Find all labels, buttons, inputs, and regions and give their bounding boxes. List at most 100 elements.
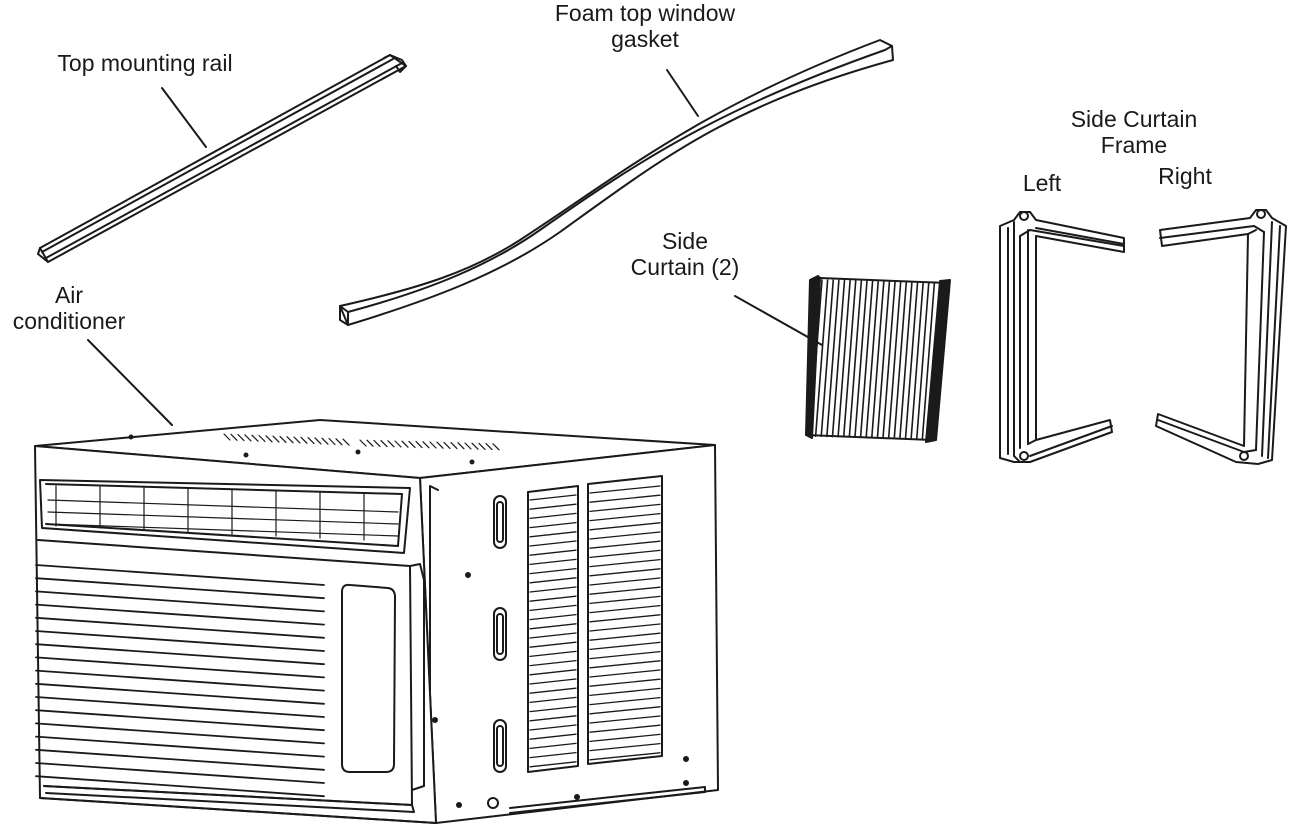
- curtain-pleat: [854, 280, 868, 438]
- side-louver: [589, 540, 661, 549]
- top-vent-slot: [408, 440, 416, 448]
- label-foam-gasket: Foam top window gasket: [530, 0, 760, 52]
- curtain-pleat: [831, 279, 846, 438]
- curtain-pleat: [837, 279, 851, 438]
- side-louver: [589, 604, 661, 614]
- curtain-pleat: [887, 281, 902, 439]
- side-louver: [589, 494, 661, 503]
- side-louver: [589, 733, 661, 743]
- curtain-pleat: [910, 281, 924, 440]
- grille-slat: [35, 603, 325, 626]
- top-vent-slot: [293, 436, 301, 444]
- top-mounting-rail: [37, 54, 407, 263]
- label-top-mounting-rail-text: Top mounting rail: [57, 50, 233, 76]
- side-louver: [589, 687, 661, 697]
- side-louver: [589, 742, 661, 752]
- side-louver: [529, 549, 577, 556]
- side-louver: [529, 751, 577, 759]
- side-louver: [589, 531, 661, 540]
- grille-slat: [35, 775, 325, 798]
- top-vent-slot: [237, 434, 245, 442]
- grille-slat: [35, 722, 325, 745]
- side-louver: [589, 669, 661, 678]
- curtain-pleat: [814, 279, 829, 437]
- curtain-pleat: [899, 281, 913, 440]
- curtain-pleat: [876, 280, 891, 439]
- side-louver: [529, 632, 577, 639]
- side-louver: [589, 752, 661, 761]
- label-side-curtain: Side Curtain (2): [610, 228, 760, 280]
- side-louver: [529, 512, 577, 520]
- label-air-conditioner-line1: Air: [54, 282, 84, 308]
- top-vent-slot: [415, 441, 423, 449]
- label-foam-gasket-line1: Foam top window: [554, 0, 736, 26]
- side-louver: [529, 613, 577, 621]
- foam-gasket-leader: [666, 69, 699, 117]
- side-louver: [529, 687, 577, 694]
- louver-line: [47, 499, 399, 513]
- curtain-pleat: [820, 279, 835, 438]
- top-vents: [223, 433, 500, 451]
- grille-slat: [35, 656, 325, 679]
- top-vent-slot: [328, 437, 336, 446]
- side-louver: [529, 567, 577, 575]
- grille-slat: [35, 709, 325, 732]
- curtain-pleat: [904, 281, 919, 440]
- top-vent-slot: [223, 433, 231, 441]
- side-louver: [529, 604, 577, 612]
- front-grille-slats: [35, 564, 325, 798]
- grille-slat: [35, 564, 325, 586]
- label-air-conditioner-line2: conditioner: [12, 308, 126, 334]
- side-louver: [589, 660, 661, 669]
- side-louver: [589, 614, 661, 623]
- label-left: Left: [1012, 170, 1072, 196]
- top-vent-slot: [450, 442, 458, 450]
- label-side-curtain-frame: Side Curtain Frame: [1052, 106, 1216, 158]
- side-louver: [529, 696, 577, 704]
- curtain-pleat: [871, 280, 885, 439]
- top-vent-slot: [366, 439, 374, 447]
- side-louvers: [529, 485, 661, 768]
- louver-line: [47, 511, 399, 525]
- grille-slat: [35, 735, 325, 758]
- top-vent-slot: [429, 441, 437, 449]
- top-vent-slot: [394, 440, 402, 448]
- grille-slat: [35, 696, 325, 718]
- side-curtain-frame-left: [999, 211, 1125, 463]
- label-side-curtain-frame-line1: Side Curtain: [1070, 106, 1198, 132]
- curtain-pleat: [865, 280, 879, 439]
- side-louver: [589, 650, 661, 660]
- side-louver: [589, 715, 661, 724]
- side-louver: [529, 595, 577, 602]
- top-vent-slot: [258, 434, 266, 443]
- label-right: Right: [1150, 163, 1220, 189]
- top-vent-slot: [471, 442, 479, 450]
- side-curtain-frame-right: [1155, 209, 1287, 465]
- top-vent-slot: [443, 441, 451, 449]
- top-vent-slot: [342, 438, 350, 446]
- side-louver: [589, 558, 661, 568]
- side-louver: [529, 742, 577, 750]
- top-vent-slot: [321, 437, 329, 445]
- top-vent-slot: [314, 437, 322, 445]
- side-louver: [529, 540, 577, 547]
- top-vent-slot: [265, 435, 273, 443]
- label-left-text: Left: [1022, 170, 1062, 196]
- side-curtain-leader: [734, 295, 823, 346]
- label-side-curtain-line1: Side: [661, 228, 709, 254]
- grille-slat: [35, 643, 325, 666]
- side-louver: [589, 522, 661, 531]
- side-louver: [529, 650, 577, 658]
- grille-slat: [35, 669, 325, 692]
- top-vent-slot: [279, 435, 287, 443]
- side-louver: [529, 715, 577, 722]
- side-louver: [589, 586, 661, 595]
- grille-slat: [35, 682, 325, 705]
- foam-gasket: [339, 39, 894, 326]
- grille-slat: [35, 577, 325, 600]
- side-louver: [589, 706, 661, 715]
- grille-slat: [35, 762, 325, 784]
- top-vent-slot: [387, 440, 395, 448]
- side-louver: [529, 521, 577, 529]
